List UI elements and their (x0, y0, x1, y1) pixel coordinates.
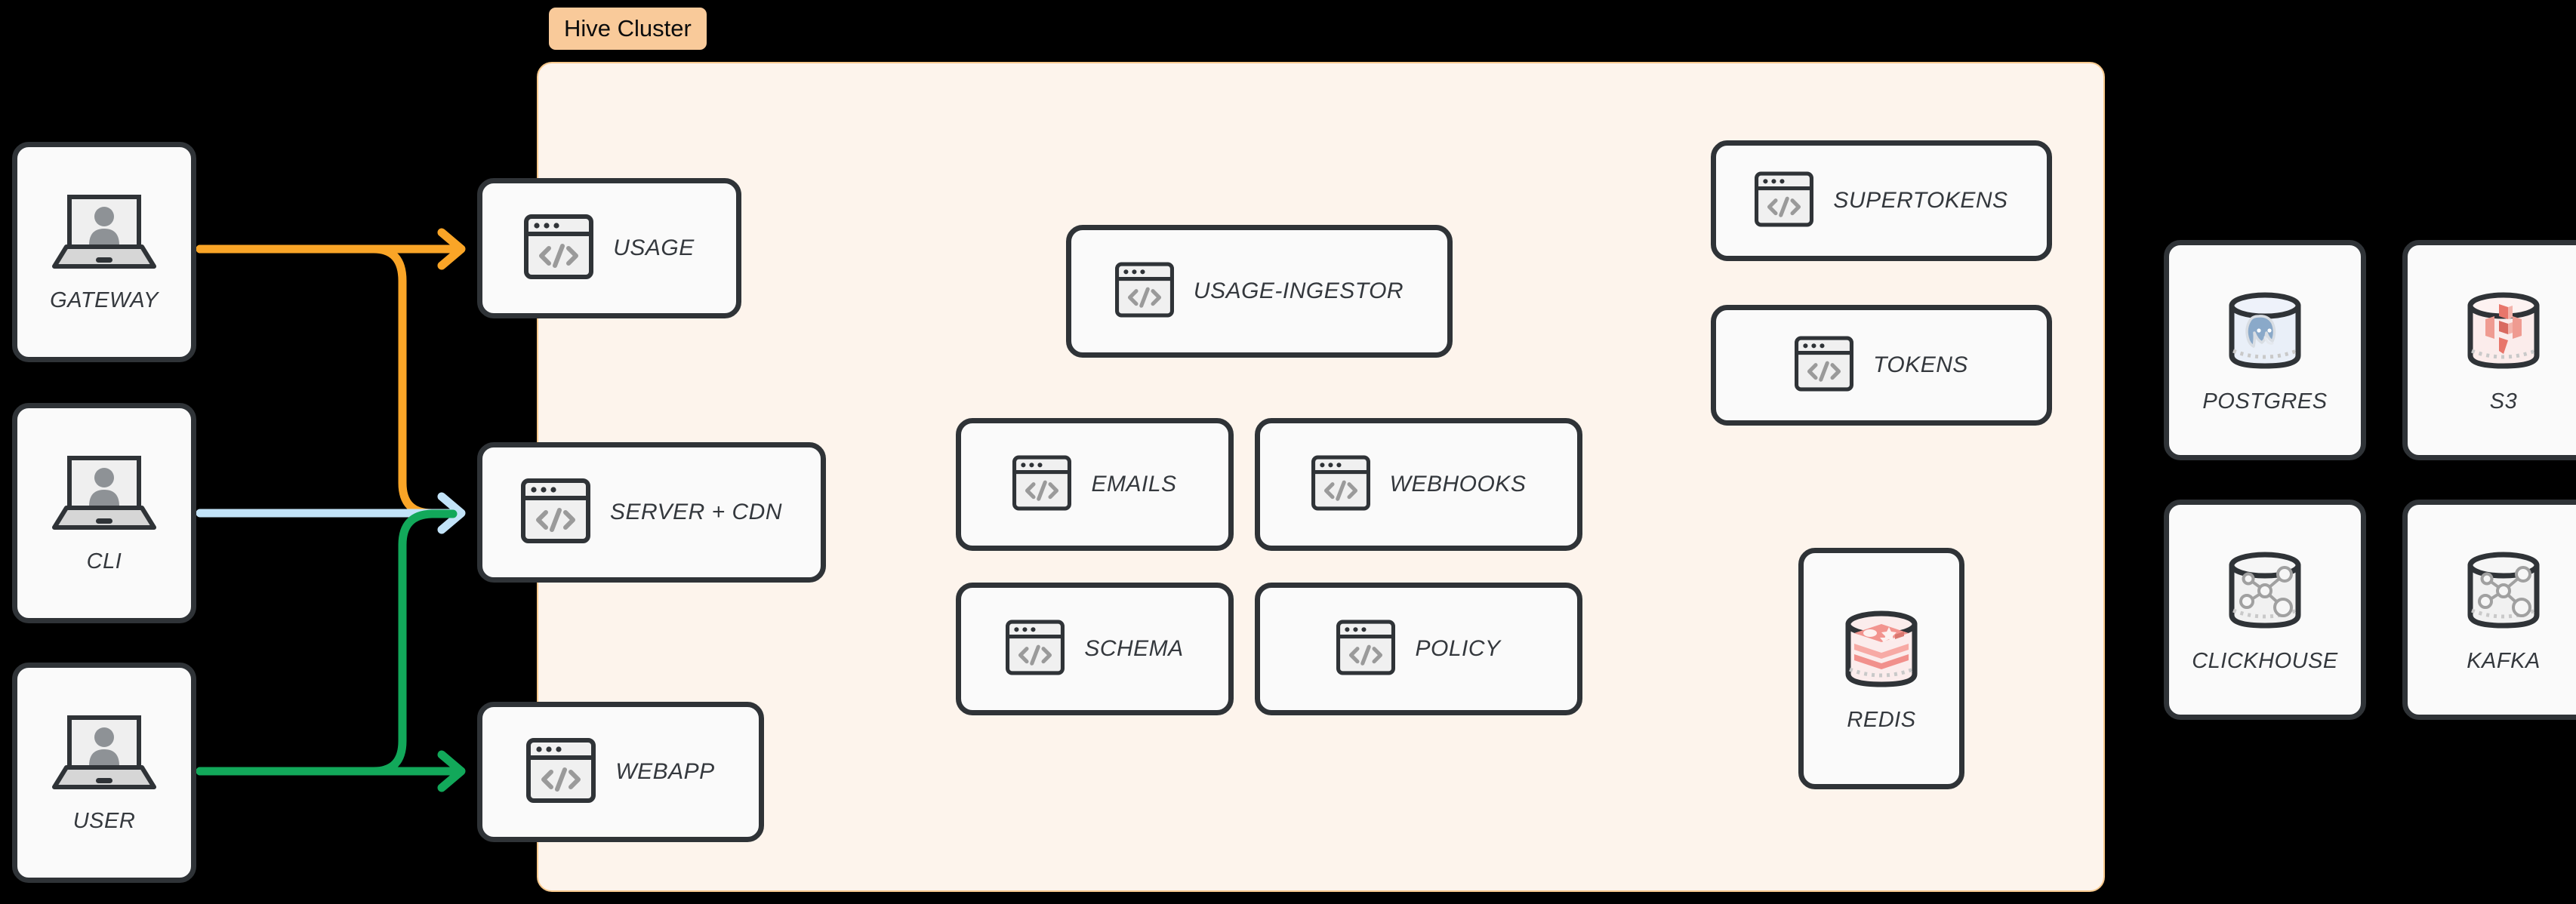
client-node-user[interactable]: USER (12, 663, 196, 883)
client-label: GATEWAY (50, 288, 159, 312)
laptop-user-icon (51, 191, 157, 276)
store-label: POSTGRES (2202, 389, 2328, 414)
service-label: TOKENS (1873, 352, 1968, 377)
s3-cylinder-icon (2458, 286, 2549, 379)
code-window-icon (1311, 455, 1370, 515)
store-label: CLICKHOUSE (2192, 649, 2338, 673)
service-label: EMAILS (1091, 472, 1177, 497)
client-label: CLI (86, 549, 122, 573)
store-node-clickhouse[interactable]: CLICKHOUSE (2164, 500, 2366, 720)
code-window-icon (1755, 171, 1814, 231)
store-node-kafka[interactable]: KAFKA (2402, 500, 2576, 720)
code-window-icon (1795, 336, 1854, 395)
store-label: S3 (2489, 389, 2518, 414)
store-label: KAFKA (2467, 649, 2541, 673)
edge-gateway-to-usage (196, 228, 466, 270)
edge-cli-to-server-cdn (196, 492, 466, 534)
store-node-postgres[interactable]: POSTGRES (2164, 240, 2366, 460)
postgres-cylinder-icon (2220, 286, 2310, 379)
edge-user-to-webapp (196, 750, 466, 792)
service-label: USAGE-INGESTOR (1193, 278, 1404, 303)
client-label: USER (72, 809, 136, 833)
service-label: USAGE (613, 235, 695, 260)
edge-gateway-to-server-cdn (196, 244, 458, 518)
service-label: POLICY (1415, 636, 1501, 661)
laptop-user-icon (51, 712, 157, 797)
code-window-icon (526, 737, 596, 807)
client-node-cli[interactable]: CLI (12, 403, 196, 623)
service-node-usage[interactable]: USAGE (477, 178, 741, 318)
service-label: SERVER + CDN (609, 500, 782, 524)
edge-user-to-server-cdn (196, 509, 458, 776)
code-window-icon (1006, 620, 1065, 679)
code-window-icon (520, 478, 590, 547)
laptop-user-icon (51, 452, 157, 537)
service-node-usage-ingestor[interactable]: USAGE-INGESTOR (1066, 225, 1453, 358)
service-label: SCHEMA (1084, 636, 1184, 661)
client-node-gateway[interactable]: GATEWAY (12, 142, 196, 362)
service-node-webapp[interactable]: WEBAPP (477, 702, 764, 842)
store-node-s3[interactable]: S3 (2402, 240, 2576, 460)
redis-cylinder-icon (1836, 604, 1927, 697)
service-node-emails[interactable]: EMAILS (956, 418, 1234, 551)
network-cylinder-icon (2458, 546, 2549, 638)
service-label: SUPERTOKENS (1833, 188, 2008, 213)
service-label: WEBHOOKS (1389, 472, 1527, 497)
service-node-supertokens[interactable]: SUPERTOKENS (1711, 140, 2052, 261)
code-window-icon (1114, 262, 1174, 321)
code-window-icon (1336, 620, 1396, 679)
store-label: REDIS (1847, 708, 1916, 732)
store-node-redis[interactable]: REDIS (1798, 548, 1964, 789)
service-node-webhooks[interactable]: WEBHOOKS (1255, 418, 1582, 551)
service-node-server-cdn[interactable]: SERVER + CDN (477, 442, 826, 583)
code-window-icon (1012, 455, 1072, 515)
service-node-schema[interactable]: SCHEMA (956, 583, 1234, 715)
code-window-icon (524, 214, 594, 283)
service-node-tokens[interactable]: TOKENS (1711, 305, 2052, 426)
service-label: WEBAPP (615, 759, 715, 784)
hive-cluster-label: Hive Cluster (549, 8, 707, 50)
network-cylinder-icon (2220, 546, 2310, 638)
service-node-policy[interactable]: POLICY (1255, 583, 1582, 715)
